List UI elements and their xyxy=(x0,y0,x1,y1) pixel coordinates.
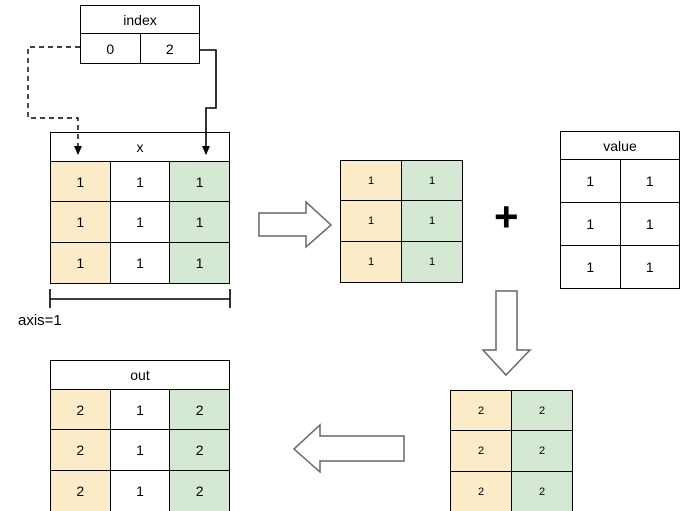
table-row: 1 1 xyxy=(340,160,463,201)
axis-label: axis=1 xyxy=(18,312,62,329)
value-cell-1-1: 1 xyxy=(619,202,680,246)
out-cell-0-2: 2 xyxy=(169,389,230,430)
table-row: 1 1 xyxy=(560,245,680,289)
xsel-cell-2-1: 1 xyxy=(401,241,463,283)
xsel-cell-1-0: 1 xyxy=(340,200,402,242)
x-cell-1-1: 1 xyxy=(109,201,171,243)
out-cell-0-1: 1 xyxy=(109,389,171,430)
sum-cell-2-1: 2 xyxy=(511,471,573,511)
out-cell-1-1: 1 xyxy=(109,429,171,471)
table-row: 2 2 xyxy=(450,390,573,431)
table-row: 1 1 xyxy=(340,241,463,283)
value-cell-0-0: 1 xyxy=(560,159,621,203)
table-x-selected: 1 1 1 1 1 1 xyxy=(340,160,463,283)
table-row: out xyxy=(50,360,230,390)
x-cell-1-2: 1 xyxy=(169,201,230,243)
x-cell-0-1: 1 xyxy=(109,161,171,202)
table-row: x xyxy=(50,132,230,162)
block-arrow-right-x-to-selected xyxy=(258,200,333,249)
axis-span-bracket xyxy=(49,289,231,308)
x-cell-2-2: 1 xyxy=(169,242,230,284)
table-x: x 1 1 1 1 1 1 1 1 1 xyxy=(50,132,230,284)
table-out: out 2 1 2 2 1 2 2 1 2 xyxy=(50,360,230,511)
x-cell-2-0: 1 xyxy=(50,242,111,284)
out-cell-2-2: 2 xyxy=(169,470,230,511)
table-row: index xyxy=(80,5,200,34)
index-cell-0-0: 0 xyxy=(80,33,141,64)
out-cell-1-0: 2 xyxy=(50,429,111,471)
table-x-header: x xyxy=(50,132,230,162)
value-cell-2-1: 1 xyxy=(619,245,680,289)
sum-cell-0-0: 2 xyxy=(450,390,512,431)
value-cell-1-0: 1 xyxy=(560,202,621,246)
xsel-cell-0-1: 1 xyxy=(401,160,463,201)
table-index-header: index xyxy=(80,5,200,34)
table-out-header: out xyxy=(50,360,230,390)
table-row: 2 2 xyxy=(450,471,573,511)
table-row: 1 1 1 xyxy=(50,201,230,243)
block-arrow-left-sum-to-out xyxy=(292,423,405,474)
table-row: 2 1 2 xyxy=(50,389,230,430)
table-value-header: value xyxy=(560,131,680,160)
sum-cell-1-0: 2 xyxy=(450,430,512,472)
table-row: value xyxy=(560,131,680,160)
xsel-cell-1-1: 1 xyxy=(401,200,463,242)
out-cell-1-2: 2 xyxy=(169,429,230,471)
sum-cell-2-0: 2 xyxy=(450,471,512,511)
x-cell-0-2: 1 xyxy=(169,161,230,202)
xsel-cell-2-0: 1 xyxy=(340,241,402,283)
table-row: 1 1 xyxy=(340,200,463,242)
table-index: index 0 2 xyxy=(80,5,200,64)
x-cell-2-1: 1 xyxy=(109,242,171,284)
table-row: 1 1 1 xyxy=(50,242,230,284)
value-cell-0-1: 1 xyxy=(619,159,680,203)
out-cell-0-0: 2 xyxy=(50,389,111,430)
x-cell-1-0: 1 xyxy=(50,201,111,243)
table-sum-result: 2 2 2 2 2 2 xyxy=(450,390,573,511)
table-row: 1 1 1 xyxy=(50,161,230,202)
table-row: 2 2 xyxy=(450,430,573,472)
index-cell-0-1: 2 xyxy=(139,33,200,64)
table-row: 1 1 xyxy=(560,202,680,246)
table-row: 2 1 2 xyxy=(50,429,230,471)
out-cell-2-1: 1 xyxy=(109,470,171,511)
table-row: 0 2 xyxy=(80,33,200,64)
block-arrow-down-sum xyxy=(481,290,532,377)
out-cell-2-0: 2 xyxy=(50,470,111,511)
plus-icon: + xyxy=(494,193,519,240)
sum-cell-1-1: 2 xyxy=(511,430,573,472)
table-value: value 1 1 1 1 1 1 xyxy=(560,131,680,289)
table-row: 2 1 2 xyxy=(50,470,230,511)
x-cell-0-0: 1 xyxy=(50,161,111,202)
value-cell-2-0: 1 xyxy=(560,245,621,289)
table-row: 1 1 xyxy=(560,159,680,203)
xsel-cell-0-0: 1 xyxy=(340,160,402,201)
sum-cell-0-1: 2 xyxy=(511,390,573,431)
